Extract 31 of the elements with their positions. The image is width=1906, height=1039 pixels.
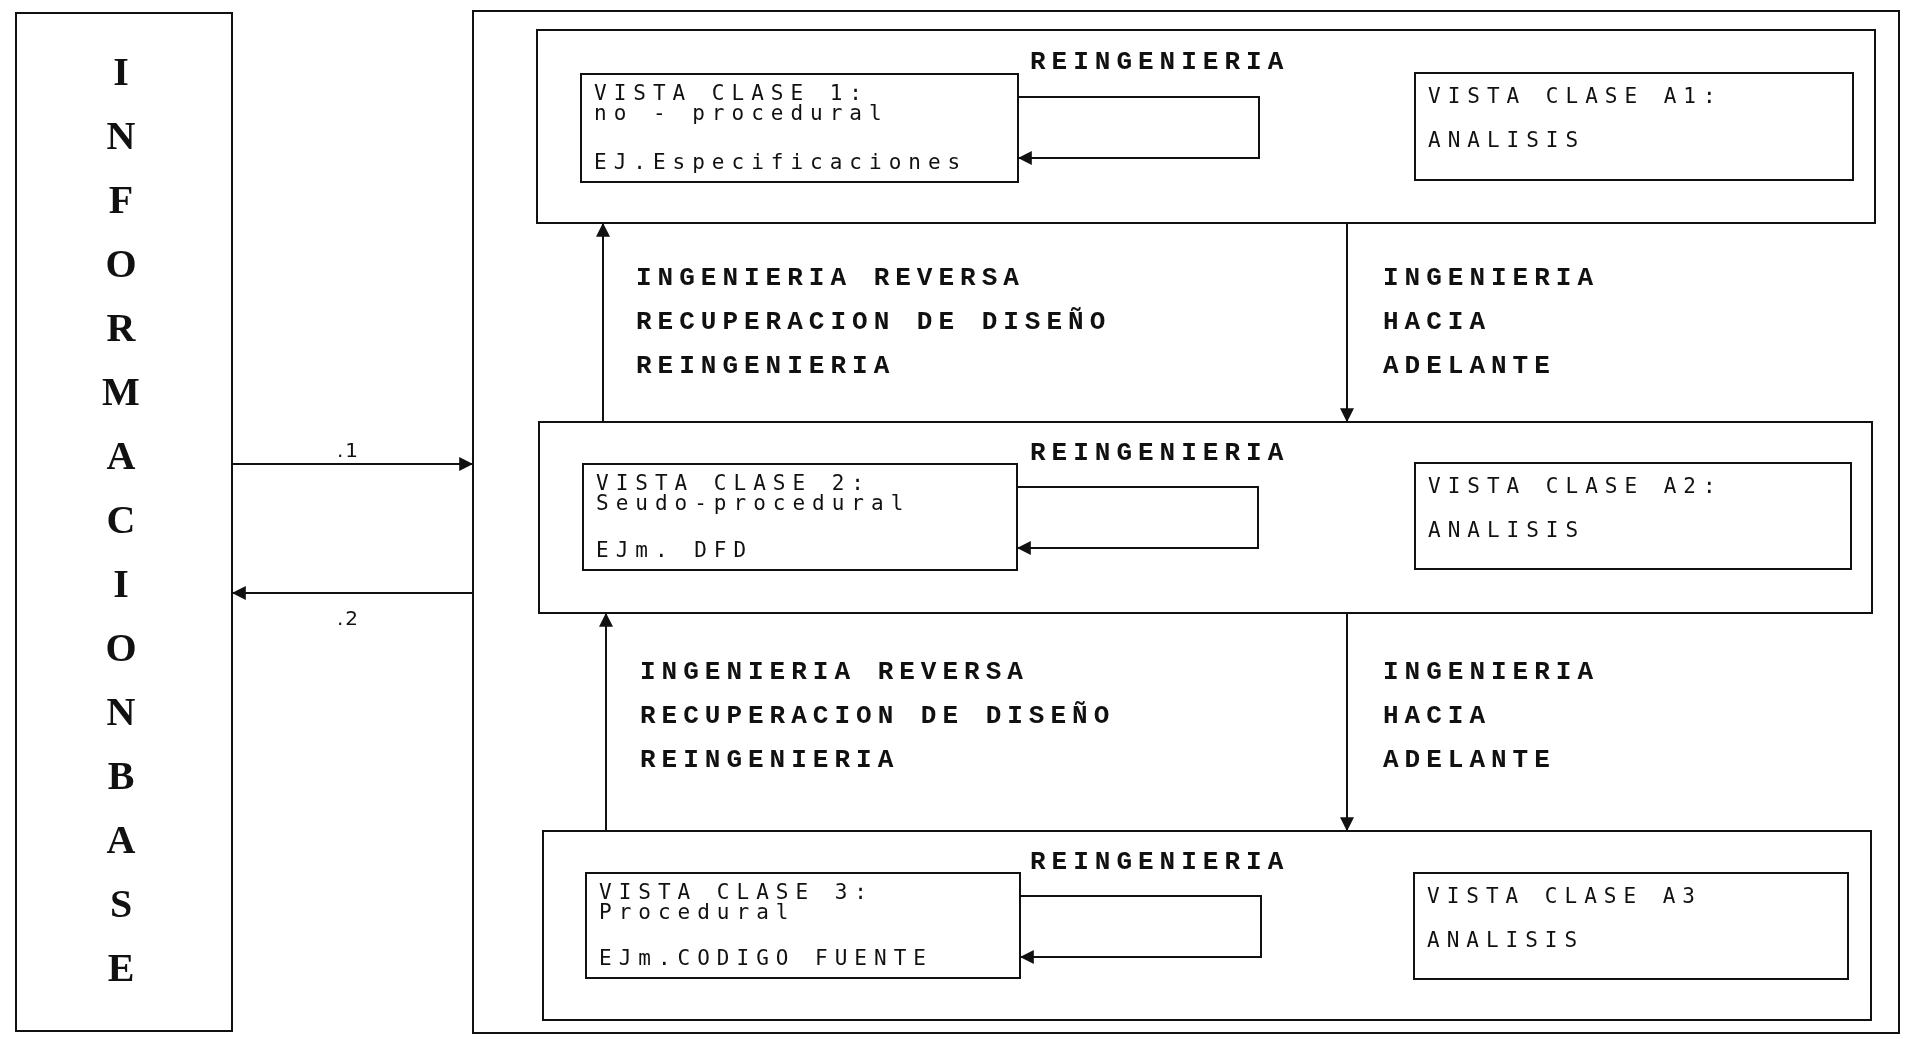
example-text: EJ.Especificaciones: [594, 152, 969, 173]
view-heading: VISTA CLASE A3: [1427, 886, 1703, 907]
vertical-title: INFORMACION BASE: [101, 48, 141, 992]
arrow: [232, 457, 474, 471]
view-heading: VISTA CLASE 1:: [594, 83, 869, 104]
example-text: EJm.CODIGO FUENTE: [599, 948, 934, 969]
view-heading: Procedural: [599, 902, 797, 923]
view-heading: VISTA CLASE 3:: [599, 882, 875, 903]
view-heading: VISTA CLASE 2:: [596, 473, 871, 494]
view-heading: Seudo-procedural: [596, 493, 912, 514]
arrow: [596, 222, 610, 422]
arrow: [599, 612, 613, 831]
arrow: [1340, 613, 1354, 832]
box-text: ANALISIS: [1427, 930, 1586, 951]
level-panel: [538, 421, 1873, 614]
box-text: ANALISIS: [1428, 130, 1587, 151]
arrow: [1340, 223, 1354, 423]
side-panel: [15, 12, 233, 1032]
analysis-box: [1414, 462, 1852, 570]
view-heading: VISTA CLASE A2:: [1428, 476, 1724, 497]
view-heading: no - procedural: [594, 103, 890, 124]
view-heading: VISTA CLASE A1:: [1428, 86, 1724, 107]
view-box: [585, 872, 1021, 979]
box-text: ANALISIS: [1428, 520, 1587, 541]
level-panel: [542, 830, 1872, 1021]
view-box: [582, 463, 1018, 571]
analysis-box: [1413, 872, 1849, 980]
level-panel: [536, 29, 1876, 224]
view-box: [580, 73, 1019, 183]
example-text: EJm. DFD: [596, 540, 755, 561]
analysis-box: [1414, 72, 1854, 181]
